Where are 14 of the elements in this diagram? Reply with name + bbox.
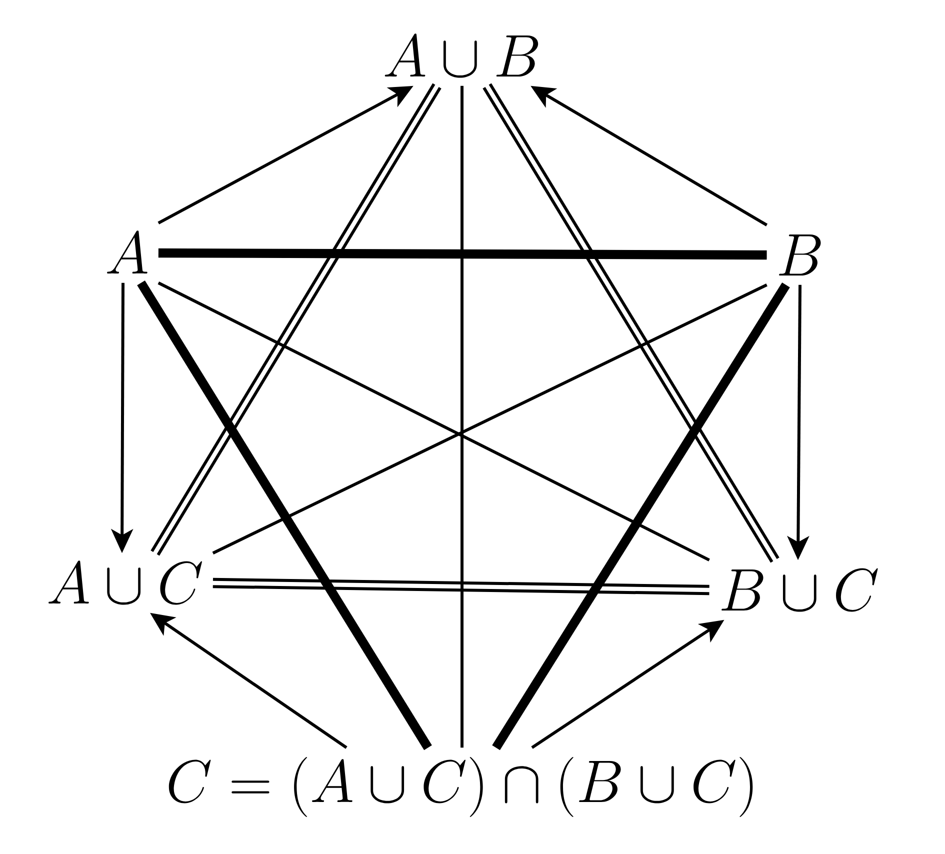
connecting-line [158,248,767,260]
set-expression: $A\cup B$ [384,34,538,78]
connecting-line [460,86,464,748]
connecting-line [212,284,768,554]
connecting-line [137,280,432,750]
set-expression: $B$ [779,234,821,276]
connecting-line [492,282,790,750]
connecting-line [212,578,710,588]
connecting-line [158,282,710,562]
set-expression: $C=(A\cup C)\cap(B\cup C)$ [168,757,753,817]
set-expression: $A\cup C$ [48,560,202,605]
set-expression: $B\cup C$ [722,568,878,612]
connecting-line [212,585,710,596]
set-expression: $A$ [107,230,148,274]
